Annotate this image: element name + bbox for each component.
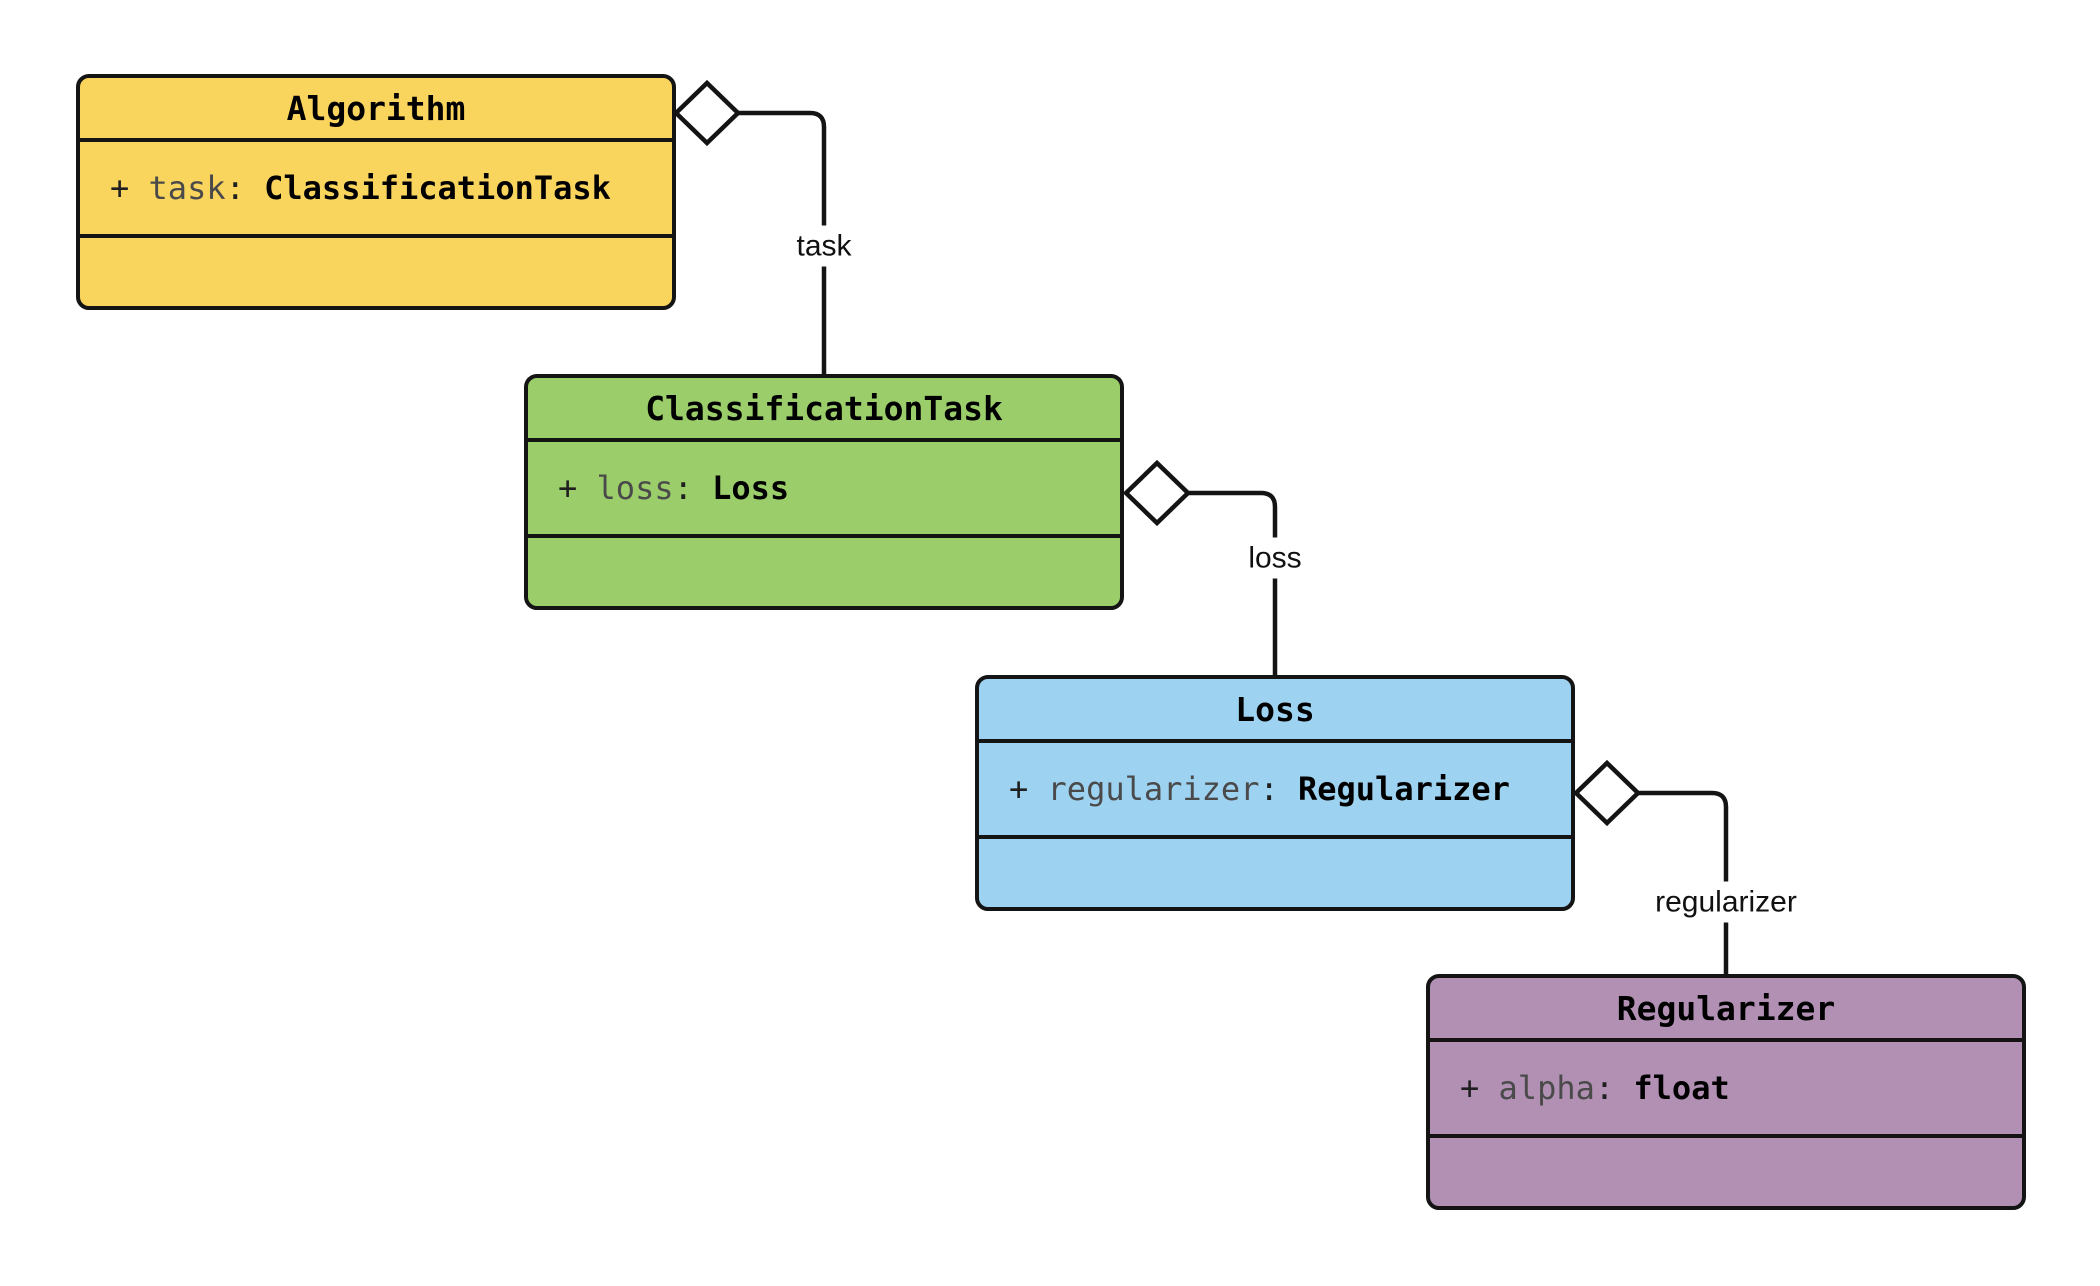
edge-label-task: task [788,225,860,267]
class-methods-empty [1430,1138,2022,1206]
edge-label-loss: loss [1240,537,1310,579]
attr-name: regularizer [1047,770,1260,808]
attr-colon: : [1259,770,1298,808]
class-title: ClassificationTask [528,378,1120,442]
attr-name: alpha [1498,1069,1595,1107]
attr-colon: : [1594,1069,1634,1107]
class-title: Regularizer [1430,978,2022,1042]
class-title: Loss [979,679,1571,743]
attr-visibility: + [1460,1069,1499,1107]
attr-type: Regularizer [1297,770,1510,808]
attr-name: loss [596,469,674,507]
attr-visibility: + [558,469,597,507]
attr-colon: : [225,169,265,207]
edge-label-regularizer: regularizer [1647,881,1805,923]
attr-colon: : [673,469,713,507]
class-methods-empty [979,839,1571,907]
attr-visibility: + [1009,770,1048,808]
attr-type: ClassificationTask [264,169,611,207]
edge-task [672,79,827,374]
aggregation-diamond-icon [1122,459,1192,527]
edge-regularizer [1572,759,1729,974]
class-attribute: + task: ClassificationTask [80,142,672,238]
class-box-loss[interactable]: Loss + regularizer: Regularizer [975,675,1575,911]
class-attribute: + regularizer: Regularizer [979,743,1571,839]
class-methods-empty [80,238,672,306]
attr-visibility: + [110,169,149,207]
class-box-regularizer[interactable]: Regularizer + alpha: float [1426,974,2026,1210]
aggregation-diamond-icon [672,79,742,147]
attr-type: float [1633,1069,1730,1107]
attr-type: Loss [712,469,790,507]
class-box-algorithm[interactable]: Algorithm + task: ClassificationTask [76,74,676,310]
class-attribute: + alpha: float [1430,1042,2022,1138]
aggregation-diamond-icon [1572,759,1642,827]
attr-name: task [148,169,226,207]
edge-loss [1122,459,1278,675]
class-attribute: + loss: Loss [528,442,1120,538]
class-box-classificationtask[interactable]: ClassificationTask + loss: Loss [524,374,1124,610]
class-methods-empty [528,538,1120,606]
class-title: Algorithm [80,78,672,142]
